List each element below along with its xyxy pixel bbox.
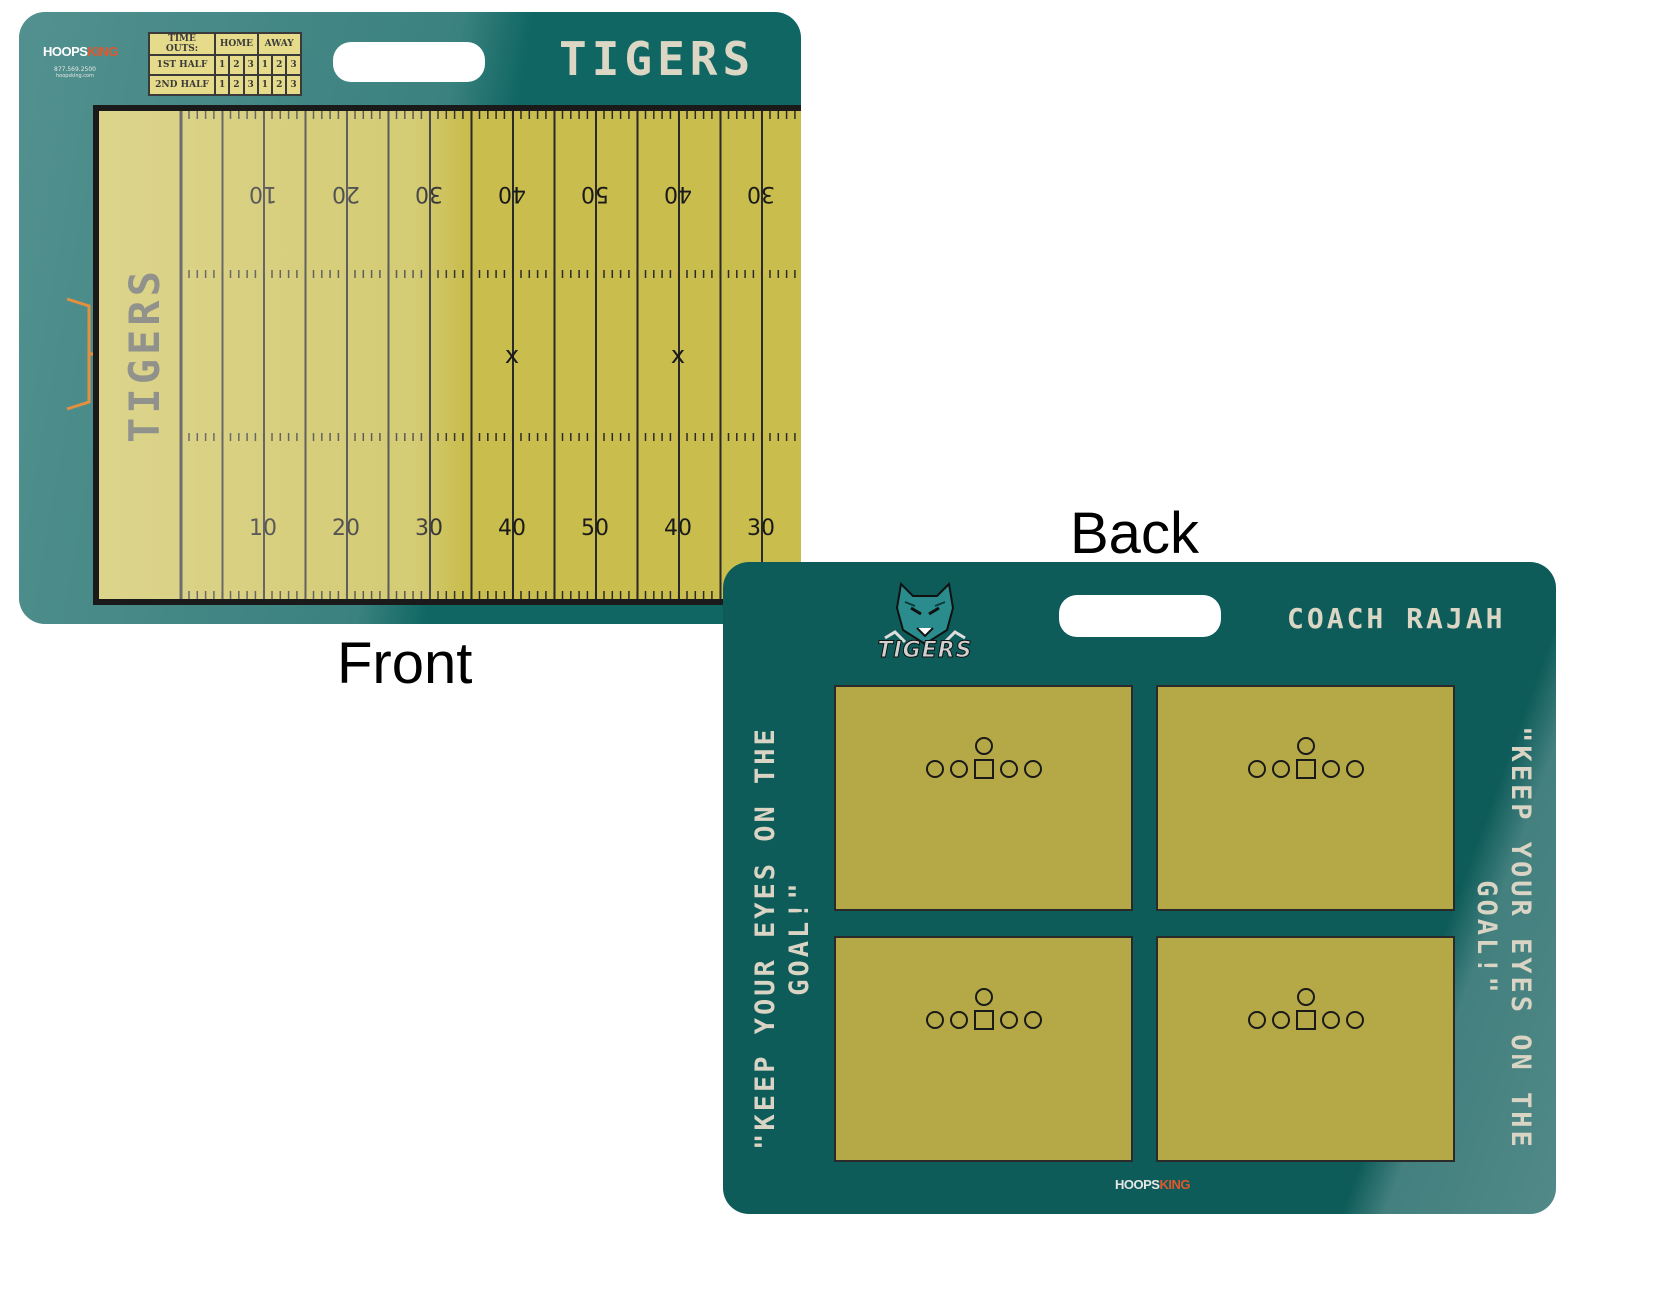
sb-away-3[interactable]: 3 [285,74,302,96]
carry-handle[interactable] [1059,595,1221,637]
yard-number-top: 30 [747,181,775,206]
quote-line: "KEEP YOUR EYES ON THE [1505,726,1536,1150]
quote-line: GOAL!" [784,880,815,996]
quote-left: "KEEP YOUR EYES ON THE GOAL!" [749,726,817,1150]
timeouts-scoreboard: TIME OUTS: HOME AWAY 1ST HALF 1 2 3 1 2 … [148,32,302,96]
brand-logo-bottom: HOOPSKING [1115,1177,1190,1192]
brand-hoops: HOOPS [1115,1177,1160,1192]
front-card: HOOPSKING 877.569.2500 hoopsking.com TIM… [19,12,801,624]
sb-header-timeouts: TIME OUTS: [148,32,216,56]
yard-number-bottom: 40 [498,516,526,541]
brand-king: KING [87,44,118,59]
yard-number-bottom: 30 [415,516,443,541]
formation-icon [926,737,1042,779]
play-panel[interactable] [834,936,1133,1162]
quote-right: "KEEP YOUR EYES ON THE GOAL!" [1469,726,1537,1150]
endzone-label: TIGERS [120,267,169,443]
team-name: TIGERS [559,32,756,86]
yard-number-bottom: 10 [249,516,277,541]
yard-number-top: 50 [581,181,609,206]
yard-number-bottom: 50 [581,516,609,541]
sb-home-1[interactable]: 1 [213,54,231,76]
yard-number-top: 40 [664,181,692,206]
coach-name: COACH RAJAH [1287,602,1506,635]
sb-away-1[interactable]: 1 [256,54,274,76]
sb-header-away: AWAY [256,32,302,56]
yard-number-bottom: 20 [332,516,360,541]
sb-away-1[interactable]: 1 [256,74,274,96]
formation-icon [926,988,1042,1030]
sb-home-2[interactable]: 2 [228,74,245,96]
brand-king: KING [1159,1177,1190,1192]
sb-home-3[interactable]: 3 [242,74,259,96]
back-caption: Back [1070,501,1199,566]
brand-site: hoopsking.com [56,73,94,79]
sb-home-3[interactable]: 3 [242,54,259,76]
play-panel[interactable] [834,685,1133,911]
back-card: TIGERS COACH RAJAH "KEEP YOUR EYES ON TH… [723,562,1556,1214]
carry-handle[interactable] [333,42,485,82]
football-field[interactable]: TIGERS 10 20 30 40 50 40 30 10 20 30 40 … [93,105,801,605]
sb-header-home: HOME [214,32,259,56]
sb-home-1[interactable]: 1 [213,74,231,96]
tiger-logo: TIGERS [875,578,975,670]
quote-line: "KEEP YOUR EYES ON THE [750,726,781,1150]
play-panel[interactable] [1156,936,1455,1162]
logo-text: TIGERS [877,638,973,664]
brand-logo: HOOPSKING 877.569.2500 hoopsking.com [43,44,118,79]
yard-number-top: 20 [332,181,360,206]
sb-home-2[interactable]: 2 [228,54,245,76]
sb-away-2[interactable]: 2 [271,54,288,76]
yard-number-top: 40 [498,181,526,206]
formation-icon [1248,988,1364,1030]
yard-number-top: 10 [249,181,277,206]
yard-number-top: 30 [415,181,443,206]
yard-number-bottom: 40 [664,516,692,541]
play-panel[interactable] [1156,685,1455,911]
goal-post [66,297,94,411]
quote-line: GOAL!" [1471,880,1502,996]
sb-row-label: 1ST HALF [148,54,216,76]
brand-phone: 877.569.2500 [54,66,96,73]
sb-row-label: 2ND HALF [148,74,216,96]
brand-hoops: HOOPS [43,44,88,59]
sb-away-3[interactable]: 3 [285,54,302,76]
hash-mark-x: X [671,341,685,369]
yard-number-bottom: 30 [747,516,775,541]
front-caption: Front [337,631,473,696]
formation-icon [1248,737,1364,779]
tiger-head-icon [884,581,966,646]
sb-away-2[interactable]: 2 [271,74,288,96]
hash-mark-x: X [505,341,519,369]
